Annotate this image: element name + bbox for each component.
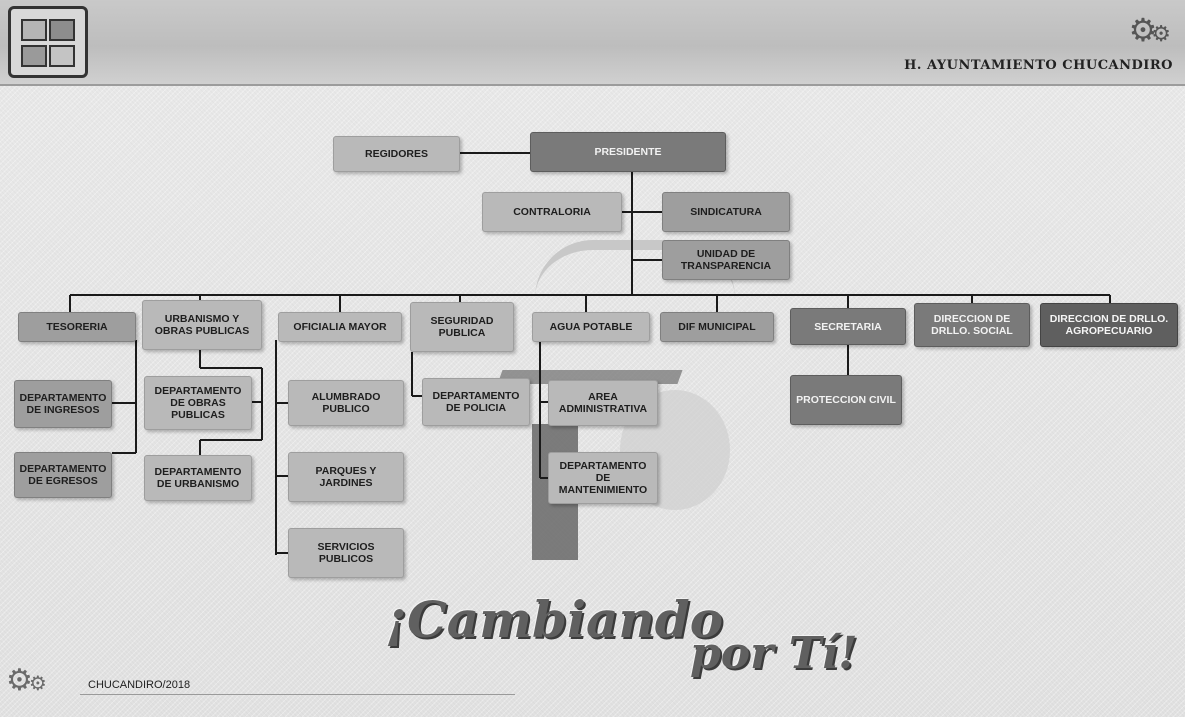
org-box-dep-mantenimiento: DEPARTAMENTO DE MANTENIMIENTO bbox=[548, 452, 658, 504]
org-box-regidores: REGIDORES bbox=[333, 136, 460, 172]
header-band: ⚙⚙ H. AYUNTAMIENTO CHUCANDIRO bbox=[0, 0, 1185, 86]
org-box-presidente: PRESIDENTE bbox=[530, 132, 726, 172]
org-box-parques: PARQUES Y JARDINES bbox=[288, 452, 404, 502]
org-box-seguridad: SEGURIDAD PUBLICA bbox=[410, 302, 514, 352]
org-box-sindicatura: SINDICATURA bbox=[662, 192, 790, 232]
logo-quadrant bbox=[21, 19, 47, 41]
org-box-dep-ingresos: DEPARTAMENTO DE INGRESOS bbox=[14, 380, 112, 428]
header-title: H. AYUNTAMIENTO CHUCANDIRO bbox=[904, 58, 1173, 73]
footer-divider bbox=[80, 694, 515, 695]
org-box-servicios: SERVICIOS PUBLICOS bbox=[288, 528, 404, 578]
gears-icon: ⚙⚙ bbox=[6, 664, 47, 697]
org-box-oficialia: OFICIALIA MAYOR bbox=[278, 312, 402, 342]
slogan-line-1: ¡Cambiando bbox=[385, 590, 724, 649]
footer-text: CHUCANDIRO/2018 bbox=[88, 679, 191, 691]
org-box-dep-obras-publicas: DEPARTAMENTO DE OBRAS PUBLICAS bbox=[144, 376, 252, 430]
org-box-alumbrado: ALUMBRADO PUBLICO bbox=[288, 380, 404, 426]
org-box-secretaria: SECRETARIA bbox=[790, 308, 906, 345]
org-box-dif: DIF MUNICIPAL bbox=[660, 312, 774, 342]
org-box-area-administrativa: AREA ADMINISTRATIVA bbox=[548, 380, 658, 426]
slogan-line-2: por Tí! bbox=[690, 628, 858, 679]
org-box-urbanismo: URBANISMO Y OBRAS PUBLICAS bbox=[142, 300, 262, 350]
org-box-drllo-social: DIRECCION DE DRLLO. SOCIAL bbox=[914, 303, 1030, 347]
org-box-dep-urbanismo: DEPARTAMENTO DE URBANISMO bbox=[144, 455, 252, 501]
logo-quadrant bbox=[49, 45, 75, 67]
org-box-drllo-agropecuario: DIRECCION DE DRLLO. AGROPECUARIO bbox=[1040, 303, 1178, 347]
logo-quadrant bbox=[21, 45, 47, 67]
org-box-dep-egresos: DEPARTAMENTO DE EGRESOS bbox=[14, 452, 112, 498]
gears-icon: ⚙⚙ bbox=[1128, 12, 1171, 48]
org-box-dep-policia: DEPARTAMENTO DE POLICIA bbox=[422, 378, 530, 426]
org-box-proteccion-civil: PROTECCION CIVIL bbox=[790, 375, 902, 425]
org-box-contraloria: CONTRALORIA bbox=[482, 192, 622, 232]
org-box-transparencia: UNIDAD DE TRANSPARENCIA bbox=[662, 240, 790, 280]
org-box-agua-potable: AGUA POTABLE bbox=[532, 312, 650, 342]
logo-quadrant bbox=[49, 19, 75, 41]
watermark-arch bbox=[535, 240, 735, 298]
org-box-tesoreria: TESORERIA bbox=[18, 312, 136, 342]
coat-of-arms-logo bbox=[8, 6, 88, 78]
